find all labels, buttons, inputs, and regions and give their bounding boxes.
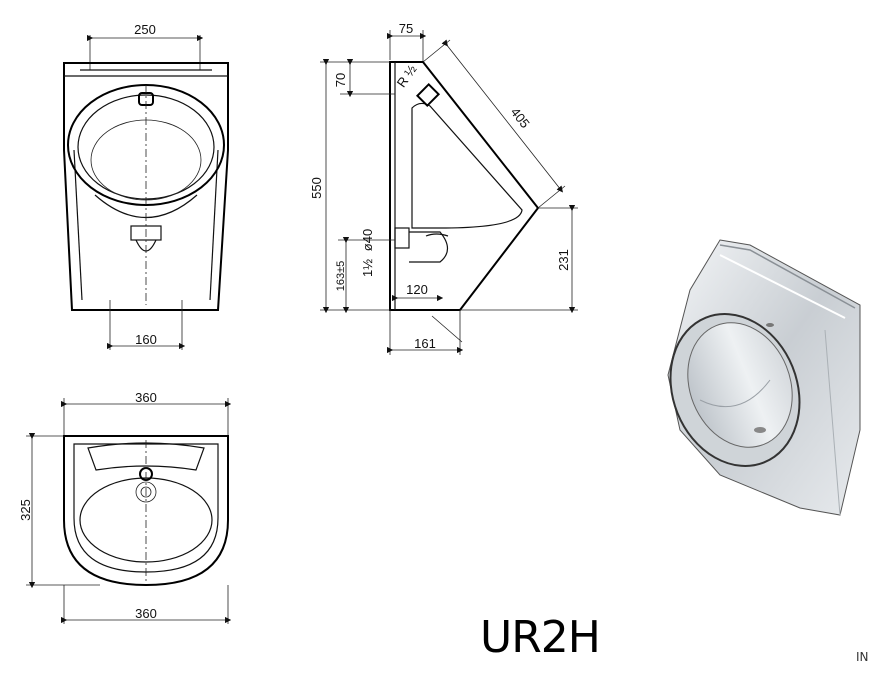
product-title: UR2H [480, 612, 601, 663]
front-view: 250 160 [63, 22, 229, 350]
lower-height-label: 231 [556, 249, 571, 271]
side-top-offset-label: 75 [399, 21, 413, 36]
side-top-height-label: 70 [333, 73, 348, 87]
side-view: 75 R ½ 70 550 405 ø40 1½ 163±5 [309, 21, 578, 355]
brand-logo: IN [856, 650, 869, 664]
side-total-height-label: 550 [309, 177, 324, 199]
front-top-width-label: 250 [134, 22, 156, 37]
outlet-thread-label: 1½ [360, 259, 375, 277]
top-view-bottom-width-label: 360 [135, 606, 157, 621]
top-view-top-width-label: 360 [135, 390, 157, 405]
outlet-depth-label: 120 [406, 282, 428, 297]
front-bottom-width-label: 160 [135, 332, 157, 347]
thread-label: R ½ [394, 62, 420, 90]
outlet-height-label: 163±5 [335, 261, 347, 292]
bottom-depth-label: 161 [414, 336, 436, 351]
top-view-depth-label: 325 [18, 499, 33, 521]
product-render [667, 239, 861, 516]
top-view: 360 325 360 [18, 390, 232, 624]
